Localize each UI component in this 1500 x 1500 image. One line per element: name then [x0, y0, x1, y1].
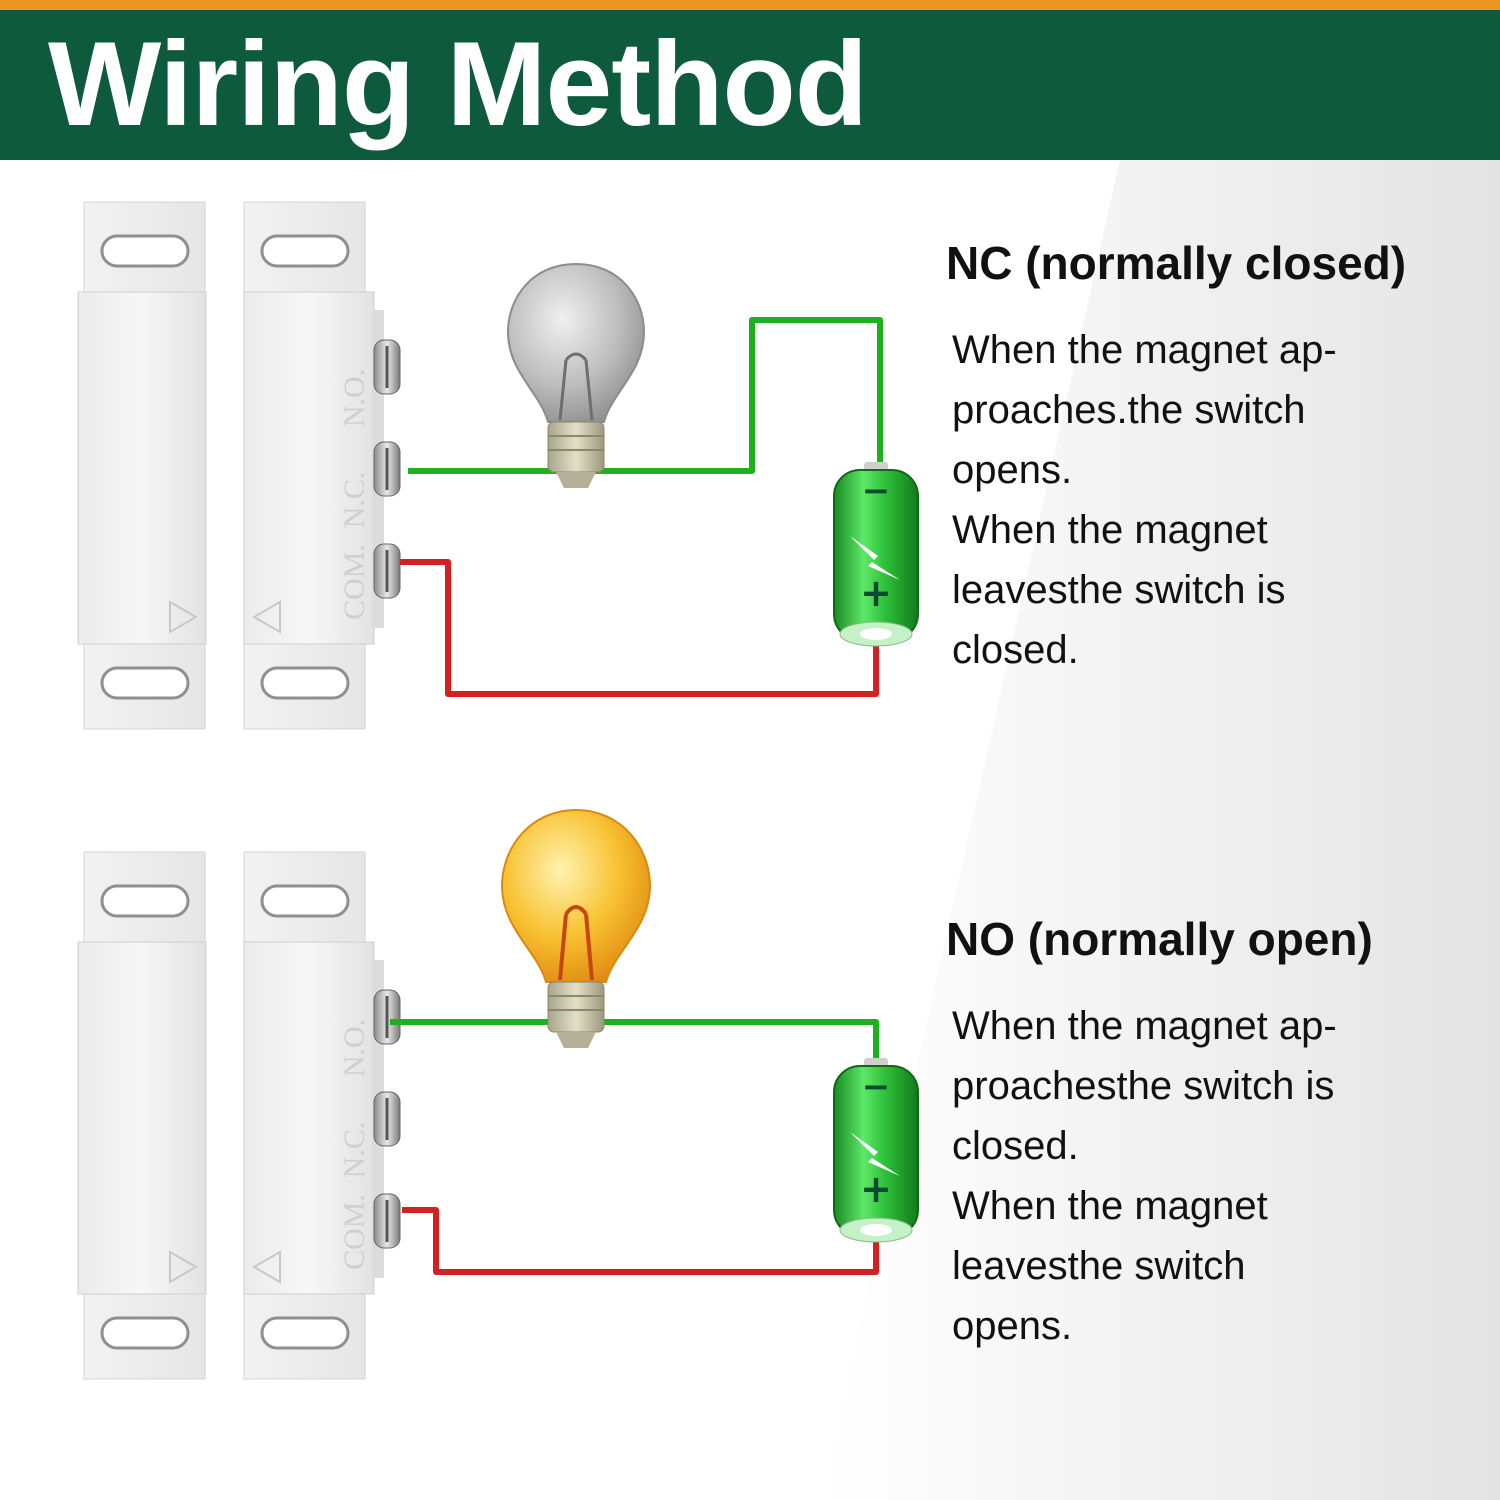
background-shade [820, 160, 1500, 1500]
lightning-bolt-icon [850, 536, 900, 580]
nc-diagram: N.O. N.C. COM. − + [77, 201, 919, 730]
positive-wire [402, 1207, 879, 1275]
mounting-hole [260, 1316, 350, 1350]
no-diagram: N.O. N.C. COM. − + [77, 808, 919, 1380]
alignment-arrow-icon [251, 600, 281, 634]
description-line: leavesthe switch [952, 1244, 1246, 1288]
no-heading: NO (normally open) [946, 913, 1373, 965]
description-line: closed. [952, 1124, 1079, 1168]
nc-panel-text: NC (normally closed) When the magnet ap-… [946, 240, 1466, 680]
page-title: Wiring Method [48, 17, 868, 151]
no-panel-text: NO (normally open) When the magnet ap- p… [946, 916, 1466, 1356]
battery-negative-symbol: − [862, 1067, 891, 1107]
terminal-screw-nc [373, 1091, 401, 1147]
mounting-hole [260, 234, 350, 268]
mounting-hole [100, 234, 190, 268]
battery-icon: − + [833, 1058, 919, 1243]
description-line: leavesthe switch is [952, 568, 1286, 612]
reed-switch-piece: N.O. N.C. COM. [243, 851, 401, 1380]
header-bar: Wiring Method [0, 10, 1500, 160]
description-line: When the magnet ap- [952, 1004, 1337, 1048]
mounting-hole [100, 884, 190, 918]
mounting-hole [100, 1316, 190, 1350]
battery-positive-symbol: + [860, 1167, 892, 1211]
description-line: When the magnet ap- [952, 328, 1337, 372]
description-line: closed. [952, 628, 1079, 672]
lightning-bolt-icon [850, 1132, 900, 1176]
reed-switch-piece: N.O. N.C. COM. [243, 201, 401, 730]
nc-description: When the magnet ap- proaches.the switch … [946, 320, 1466, 680]
mounting-hole [260, 666, 350, 700]
no-description: When the magnet ap- proachesthe switch i… [946, 996, 1466, 1356]
terminal-screw-com [373, 543, 401, 599]
description-line: proaches.the switch [952, 388, 1306, 432]
alignment-arrow-icon [251, 1250, 281, 1284]
terminal-screw-nc [373, 441, 401, 497]
alignment-arrow-icon [169, 1250, 199, 1284]
positive-wire [400, 559, 879, 697]
battery-negative-symbol: − [862, 471, 891, 511]
terminal-screw-com [373, 1193, 401, 1249]
description-line: opens. [952, 448, 1073, 492]
battery-positive-symbol: + [860, 571, 892, 615]
nc-heading: NC (normally closed) [946, 237, 1407, 289]
description-line: proachesthe switch is [952, 1064, 1335, 1108]
mounting-hole [260, 884, 350, 918]
terminal-label-com: COM. [338, 544, 371, 620]
negative-wire [408, 317, 883, 480]
negative-wire [390, 1019, 879, 1080]
alignment-arrow-icon [169, 600, 199, 634]
description-line: When the magnet [952, 1184, 1268, 1228]
light-bulb-on-icon [500, 808, 652, 1048]
description-line: When the magnet [952, 508, 1268, 552]
terminal-label-nc: N.C. [338, 1122, 371, 1179]
terminal-label-no: N.O. [338, 369, 371, 427]
terminal-label-com: COM. [338, 1194, 371, 1270]
terminal-screw-no [373, 989, 401, 1045]
accent-strip [0, 0, 1500, 10]
magnet-piece [77, 851, 207, 1380]
terminal-screw-no [373, 339, 401, 395]
magnet-piece [77, 201, 207, 730]
wiring-diagram: N.O. N.C. COM. − + [77, 160, 1500, 1500]
terminal-label-no: N.O. [338, 1019, 371, 1077]
mounting-hole [100, 666, 190, 700]
terminal-label-nc: N.C. [338, 472, 371, 529]
battery-icon: − + [833, 462, 919, 647]
light-bulb-off-icon [506, 262, 646, 488]
description-line: opens. [952, 1304, 1073, 1348]
